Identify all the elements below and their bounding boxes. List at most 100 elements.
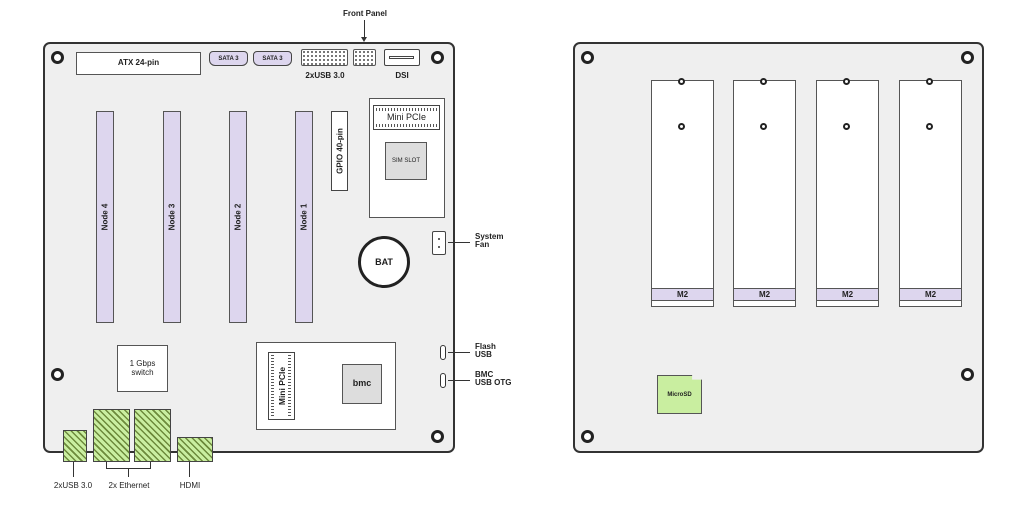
bmc-label: bmc bbox=[352, 378, 372, 389]
front-panel-leader bbox=[364, 20, 365, 38]
dsi-connector bbox=[384, 49, 420, 66]
bmc-otg-label-line1: BMC bbox=[475, 370, 494, 379]
ethernet-leader bbox=[150, 462, 151, 468]
sata-label: SATA 3 bbox=[218, 55, 239, 62]
m2-standoff bbox=[843, 123, 850, 130]
mounting-hole bbox=[961, 51, 974, 64]
m2-connector: M2 bbox=[652, 288, 713, 301]
usb3-header bbox=[301, 49, 348, 66]
sata-label: SATA 3 bbox=[262, 55, 283, 62]
bmc-usb-otg-port bbox=[440, 373, 446, 388]
m2-label: M2 bbox=[924, 290, 937, 299]
ethernet-port bbox=[134, 409, 171, 462]
node-slot-3: Node 3 bbox=[163, 111, 181, 323]
bat-label: BAT bbox=[375, 257, 393, 267]
mounting-hole bbox=[431, 430, 444, 443]
battery: BAT bbox=[358, 236, 410, 288]
usb3-port bbox=[63, 430, 87, 462]
gpio-label: GPIO 40-pin bbox=[335, 128, 344, 174]
atx-24pin-connector: ATX 24-pin bbox=[76, 52, 201, 75]
m2-connector: M2 bbox=[900, 288, 961, 301]
m2-connector: M2 bbox=[734, 288, 795, 301]
m2-label: M2 bbox=[841, 290, 854, 299]
m2-standoff bbox=[760, 78, 767, 85]
mini-pcie-top-label: Mini PCIe bbox=[386, 112, 426, 122]
system-fan-label-line1: System bbox=[475, 232, 504, 241]
pin-row bbox=[288, 355, 291, 417]
pin-row bbox=[376, 124, 437, 127]
m2-slot: M2 bbox=[816, 78, 879, 307]
flash-usb-leader bbox=[448, 352, 470, 353]
sim-slot: SIM SLOT bbox=[385, 142, 427, 180]
mini-pcie-bottom-label: Mini PCIe bbox=[276, 366, 287, 406]
system-fan-header bbox=[432, 231, 446, 255]
m2-standoff bbox=[678, 78, 685, 85]
mini-pcie-top-slot: Mini PCIe bbox=[373, 105, 440, 130]
system-fan-label: System Fan bbox=[475, 232, 504, 250]
ethernet-port bbox=[93, 409, 130, 462]
node-label: Node 2 bbox=[233, 203, 243, 231]
mounting-hole bbox=[581, 430, 594, 443]
gpio-header: GPIO 40-pin bbox=[331, 111, 348, 191]
m2-slot: M2 bbox=[733, 78, 796, 307]
m2-label: M2 bbox=[758, 290, 771, 299]
atx-label: ATX 24-pin bbox=[117, 58, 160, 68]
usb3-header-label: 2xUSB 3.0 bbox=[305, 71, 345, 80]
bmc-otg-leader bbox=[448, 380, 470, 381]
m2-standoff bbox=[926, 123, 933, 130]
ethernet-label: 2x Ethernet bbox=[108, 481, 150, 490]
m2-connector: M2 bbox=[817, 288, 878, 301]
bmc-chip: bmc bbox=[342, 364, 382, 404]
sim-slot-label: SIM SLOT bbox=[391, 157, 420, 164]
ethernet-leader bbox=[106, 462, 107, 468]
pin bbox=[438, 238, 440, 240]
bmc-otg-label: BMC USB OTG bbox=[475, 370, 512, 388]
microsd-label: MicroSD bbox=[667, 391, 692, 398]
dsi-slot bbox=[389, 56, 414, 59]
node-label: Node 3 bbox=[167, 203, 177, 231]
microsd-slot: MicroSD bbox=[657, 375, 702, 414]
mounting-hole bbox=[51, 368, 64, 381]
node-label: Node 1 bbox=[299, 203, 309, 231]
flash-usb-label-line1: Flash bbox=[475, 342, 496, 351]
front-panel-header bbox=[353, 49, 376, 66]
bmc-otg-label-line2: USB OTG bbox=[475, 378, 512, 388]
m2-standoff bbox=[678, 123, 685, 130]
m2-label: M2 bbox=[676, 290, 689, 299]
node-slot-4: Node 4 bbox=[96, 111, 114, 323]
node-slot-2: Node 2 bbox=[229, 111, 247, 323]
usb3-port-label: 2xUSB 3.0 bbox=[53, 481, 93, 490]
node-slot-1: Node 1 bbox=[295, 111, 313, 323]
front-panel-label: Front Panel bbox=[342, 9, 387, 18]
system-fan-leader bbox=[448, 242, 470, 243]
pin-row bbox=[376, 108, 437, 111]
node-label: Node 4 bbox=[100, 203, 110, 231]
mounting-hole bbox=[961, 368, 974, 381]
pin bbox=[438, 246, 440, 248]
hdmi-port bbox=[177, 437, 213, 462]
hdmi-label: HDMI bbox=[179, 481, 201, 490]
m2-slot: M2 bbox=[651, 78, 714, 307]
dsi-label: DSI bbox=[395, 71, 409, 80]
usb3-port-leader bbox=[73, 462, 74, 477]
switch-label-line1: 1 Gbps bbox=[129, 359, 156, 369]
mounting-hole bbox=[51, 51, 64, 64]
pin-row bbox=[271, 355, 274, 417]
sata-connector: SATA 3 bbox=[209, 51, 248, 66]
ethernet-leader bbox=[128, 468, 129, 477]
m2-slot: M2 bbox=[899, 78, 962, 307]
mounting-hole bbox=[431, 51, 444, 64]
m2-standoff bbox=[843, 78, 850, 85]
m2-standoff bbox=[760, 123, 767, 130]
flash-usb-label: Flash USB bbox=[475, 342, 496, 360]
flash-usb-port bbox=[440, 345, 446, 360]
hdmi-leader bbox=[189, 462, 190, 477]
front-panel-arrow bbox=[361, 37, 367, 42]
m2-standoff bbox=[926, 78, 933, 85]
flash-usb-label-line2: USB bbox=[475, 350, 492, 360]
network-switch-chip: 1 Gbps switch bbox=[117, 345, 168, 392]
mini-pcie-bottom-slot: Mini PCIe bbox=[268, 352, 295, 420]
mounting-hole bbox=[581, 51, 594, 64]
switch-label-line2: switch bbox=[131, 367, 154, 377]
sata-connector: SATA 3 bbox=[253, 51, 292, 66]
